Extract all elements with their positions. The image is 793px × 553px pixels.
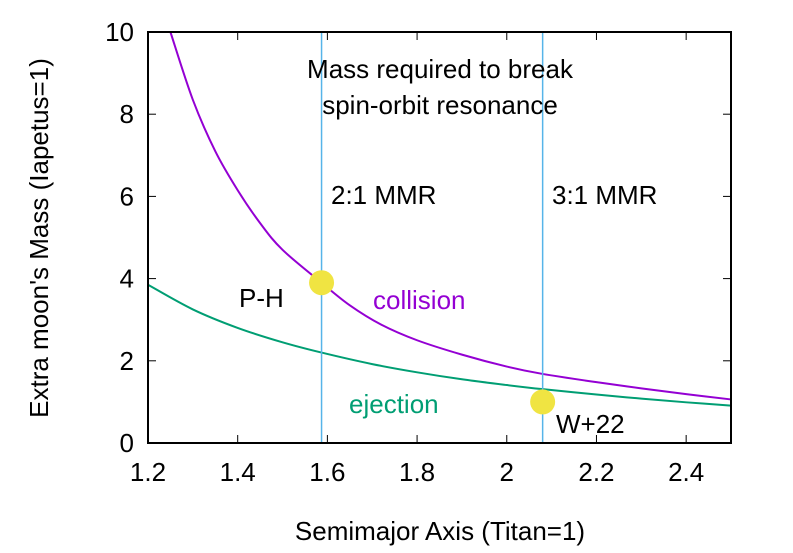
y-tick-label: 2	[120, 346, 134, 376]
chart-title-line1: Mass required to break	[307, 54, 574, 84]
y-axis-title: Extra moon's Mass (Iapetus=1)	[24, 58, 54, 418]
collision-curve	[169, 31, 732, 401]
mmr-3-1-label: 3:1 MMR	[552, 180, 657, 210]
curves-layer	[147, 31, 732, 407]
w-22-marker	[530, 389, 556, 415]
x-tick-label: 1.6	[309, 457, 345, 487]
points-layer	[309, 270, 556, 415]
y-tick-label: 0	[120, 428, 134, 458]
w22-point-label: W+22	[556, 409, 625, 439]
y-tick-label: 10	[105, 17, 134, 47]
chart-title-line2: spin-orbit resonance	[322, 90, 558, 120]
ticks-layer: 1.2 1.4 1.6 1.8 2 2.2 2.4 0 2 4 6 8 10	[105, 17, 731, 487]
collision-label: collision	[373, 285, 466, 315]
x-tick-label: 2.2	[578, 457, 614, 487]
y-tick-label: 6	[120, 181, 134, 211]
x-tick-label: 1.8	[399, 457, 435, 487]
y-tick-label: 8	[120, 99, 134, 129]
ejection-label: ejection	[349, 389, 439, 419]
ph-point-label: P-H	[239, 283, 284, 313]
x-tick-label: 2.4	[668, 457, 704, 487]
x-tick-label: 1.4	[220, 457, 256, 487]
ejection-curve	[147, 283, 732, 407]
mmr-lines-layer	[320, 32, 544, 443]
y-tick-label: 4	[120, 264, 134, 294]
x-axis-title: Semimajor Axis (Titan=1)	[295, 516, 585, 546]
plot-frame	[147, 31, 732, 444]
x-tick-label: 1.2	[130, 457, 166, 487]
p-h-marker	[309, 270, 335, 296]
mmr-2-1-label: 2:1 MMR	[331, 180, 436, 210]
x-tick-label: 2	[500, 457, 514, 487]
